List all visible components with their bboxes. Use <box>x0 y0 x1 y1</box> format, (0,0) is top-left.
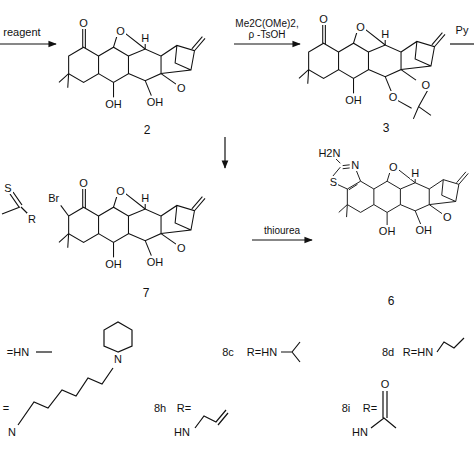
atom-label: = <box>2 402 10 414</box>
reagent-label: Me2C(OMe)2, ρ -TsOH <box>233 18 301 40</box>
atom-label: N <box>113 353 123 365</box>
atom-label: OH <box>146 256 165 268</box>
atom-label: O <box>355 21 366 33</box>
atom-label: OH <box>344 94 363 106</box>
atom-label: H <box>410 167 420 179</box>
atom-label: S <box>329 176 338 188</box>
atom-label: N <box>7 426 17 438</box>
compound-number: 2 <box>142 123 153 137</box>
compound-number: 6 <box>386 294 397 308</box>
atom-label: O <box>176 242 187 254</box>
atom-label: OH <box>415 224 434 236</box>
atom-label: reagent <box>2 26 41 38</box>
compound-7-skeleton <box>59 189 205 258</box>
compound-3-skeleton <box>299 25 445 119</box>
compound-node: 7 <box>40 168 252 300</box>
atom-label: O <box>115 25 126 37</box>
reaction-arrow <box>252 239 312 240</box>
thioamide-fragment <box>2 192 28 214</box>
atom-label: R <box>27 213 37 225</box>
atom-label: HN <box>173 426 191 438</box>
atom-label: H <box>380 28 390 40</box>
reaction-arrow <box>224 137 225 168</box>
atom-label: O <box>388 91 399 103</box>
atom-label: O <box>78 177 89 189</box>
atom-label: S <box>3 182 12 194</box>
atom-label: 8h <box>153 402 167 414</box>
atom-label: O <box>78 17 89 29</box>
atom-label: O <box>442 211 453 223</box>
atom-label: HN <box>351 426 369 438</box>
compound-2-skeleton <box>59 29 205 98</box>
atom-label: R=HN <box>402 346 434 358</box>
compound-number: 7 <box>141 286 152 300</box>
atom-label: OH <box>104 258 123 270</box>
atom-label: O <box>115 185 126 197</box>
atom-label: N <box>350 159 360 171</box>
atom-label: R=HN <box>246 346 278 358</box>
atom-label: =HN <box>6 346 30 358</box>
atom-label: H2N <box>317 147 341 159</box>
atom-label: OH <box>378 225 397 237</box>
atom-label: Py <box>455 24 470 36</box>
compound-number: 3 <box>381 121 392 135</box>
atom-label: 8i <box>341 402 352 414</box>
reagent-arrow <box>0 43 56 44</box>
reagent-label: thiourea <box>251 225 313 236</box>
atom-label: O <box>420 79 431 91</box>
pyridine-arrow <box>450 43 474 44</box>
reaction-arrow <box>234 43 300 44</box>
compound-6-skeleton <box>333 158 469 226</box>
atom-label: H <box>140 192 150 204</box>
substituent-bonds <box>18 322 464 428</box>
atom-label: R= <box>362 402 378 414</box>
atom-label: R= <box>176 402 192 414</box>
atom-label: Br <box>47 192 60 204</box>
atom-label: OH <box>146 96 165 108</box>
atom-label: H <box>140 32 150 44</box>
atom-label: O <box>380 378 391 390</box>
atom-label: O <box>388 161 399 173</box>
atom-label: 8c <box>221 346 235 358</box>
atom-label: O <box>176 82 187 94</box>
atom-label: O <box>318 13 329 25</box>
atom-label: OH <box>104 98 123 110</box>
atom-label: 8d <box>381 346 395 358</box>
